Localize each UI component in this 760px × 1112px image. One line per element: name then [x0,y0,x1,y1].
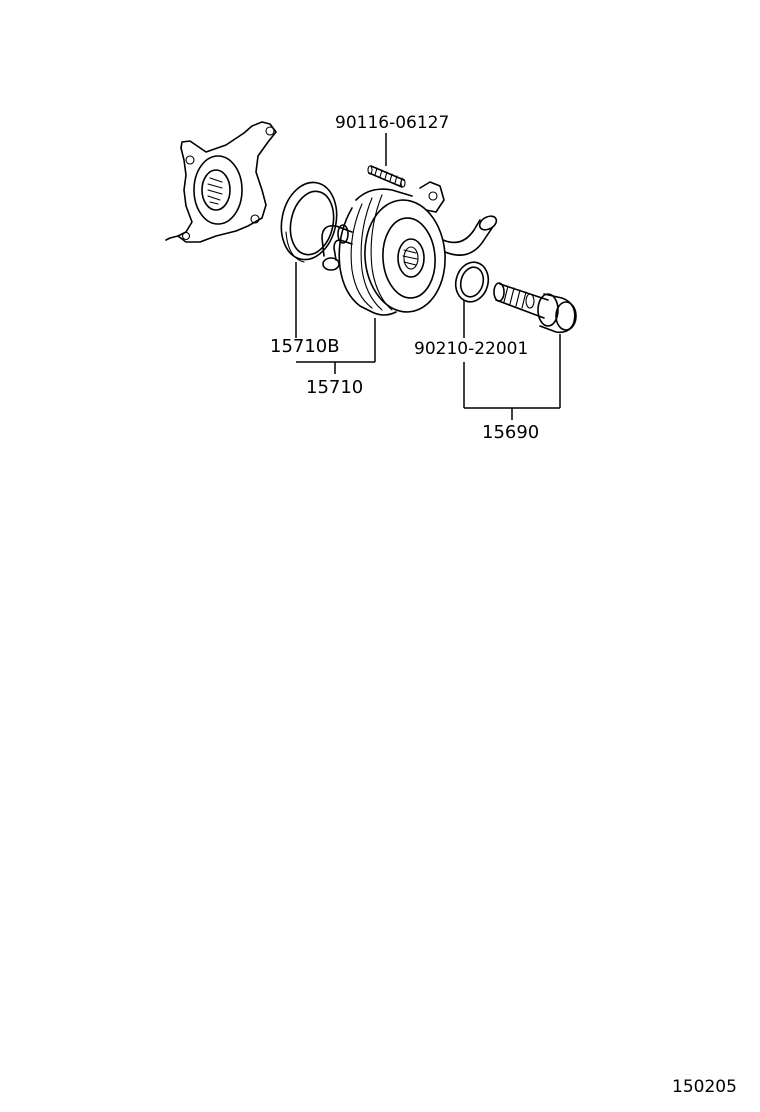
leader-lines [295,133,561,420]
stud-bolt-part [367,165,406,188]
o-ring-callout: 15710B [270,336,340,357]
o-ring-part [280,181,338,263]
figure-code: 150205 [672,1077,737,1097]
gasket-part [454,261,490,303]
oil-cooler-part [321,181,498,316]
union-bolt-part [493,282,577,334]
engine-mounting-flange [165,121,277,243]
stud-bolt-callout: 90116-06127 [335,113,449,133]
gasket-callout: 90210-22001 [414,339,528,359]
union-bolt-assy-callout: 15690 [482,422,539,443]
oil-cooler-assy-callout: 15710 [306,377,363,398]
